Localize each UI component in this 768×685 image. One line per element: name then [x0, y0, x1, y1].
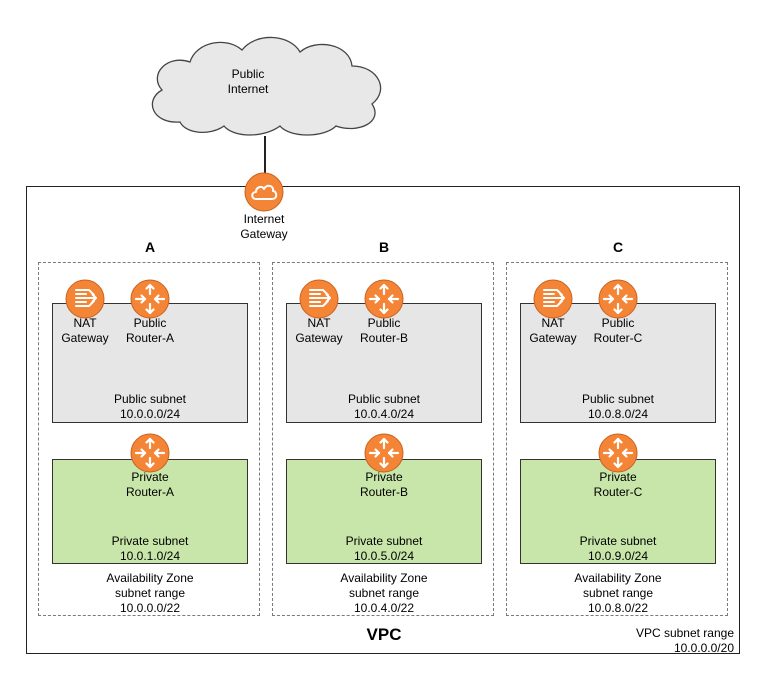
cloud-icon — [151, 36, 382, 136]
router-icon[interactable] — [130, 279, 170, 319]
public-subnet-c — [520, 303, 716, 423]
internet-gateway-icon[interactable] — [244, 172, 284, 212]
internet-connector — [264, 136, 266, 176]
router-icon[interactable] — [130, 433, 170, 473]
router-icon[interactable] — [364, 433, 404, 473]
public-subnet-label-b: Public subnet 10.0.4.0/24 — [347, 392, 421, 421]
router-icon[interactable] — [598, 433, 638, 473]
az-range-label-a: Availability Zone subnet range 10.0.0.0/… — [106, 571, 194, 615]
internet-label: Public Internet — [227, 67, 269, 96]
nat-gateway-label-a: NAT Gateway — [61, 316, 109, 345]
igw-label: Internet Gateway — [240, 212, 288, 241]
nat-gateway-label-c: NAT Gateway — [529, 316, 577, 345]
private-subnet-c — [520, 459, 716, 564]
availability-zone-a — [38, 262, 260, 616]
public-router-label-c: Public Router-C — [593, 316, 643, 345]
private-router-label-a: Private Router-A — [125, 470, 175, 499]
availability-zone-c — [506, 262, 728, 616]
availability-zone-b — [272, 262, 494, 616]
nat-gateway-icon[interactable] — [65, 279, 105, 319]
nat-gateway-label-b: NAT Gateway — [295, 316, 343, 345]
public-router-label-a: Public Router-A — [125, 316, 175, 345]
router-icon[interactable] — [364, 279, 404, 319]
public-subnet-label-c: Public subnet 10.0.8.0/24 — [581, 392, 655, 421]
private-subnet-a — [52, 459, 248, 564]
nat-gateway-icon[interactable] — [533, 279, 573, 319]
private-subnet-label-a: Private subnet 10.0.1.0/24 — [111, 534, 189, 563]
az-letter-c: C — [612, 239, 624, 255]
private-router-label-c: Private Router-C — [593, 470, 643, 499]
nat-gateway-icon[interactable] — [299, 279, 339, 319]
vpc-title: VPC — [366, 625, 402, 644]
router-icon[interactable] — [598, 279, 638, 319]
vpc-box — [26, 186, 740, 654]
az-letter-b: B — [378, 239, 390, 255]
vpc-range-label: VPC subnet range 10.0.0.0/20 — [635, 626, 734, 655]
private-router-label-b: Private Router-B — [359, 470, 409, 499]
az-letter-a: A — [144, 239, 156, 255]
private-subnet-label-c: Private subnet 10.0.9.0/24 — [579, 534, 657, 563]
public-subnet-a — [52, 303, 248, 423]
public-subnet-label-a: Public subnet 10.0.0.0/24 — [113, 392, 187, 421]
az-range-label-c: Availability Zone subnet range 10.0.8.0/… — [574, 571, 662, 615]
public-router-label-b: Public Router-B — [359, 316, 409, 345]
az-range-label-b: Availability Zone subnet range 10.0.4.0/… — [340, 571, 428, 615]
private-subnet-label-b: Private subnet 10.0.5.0/24 — [345, 534, 423, 563]
